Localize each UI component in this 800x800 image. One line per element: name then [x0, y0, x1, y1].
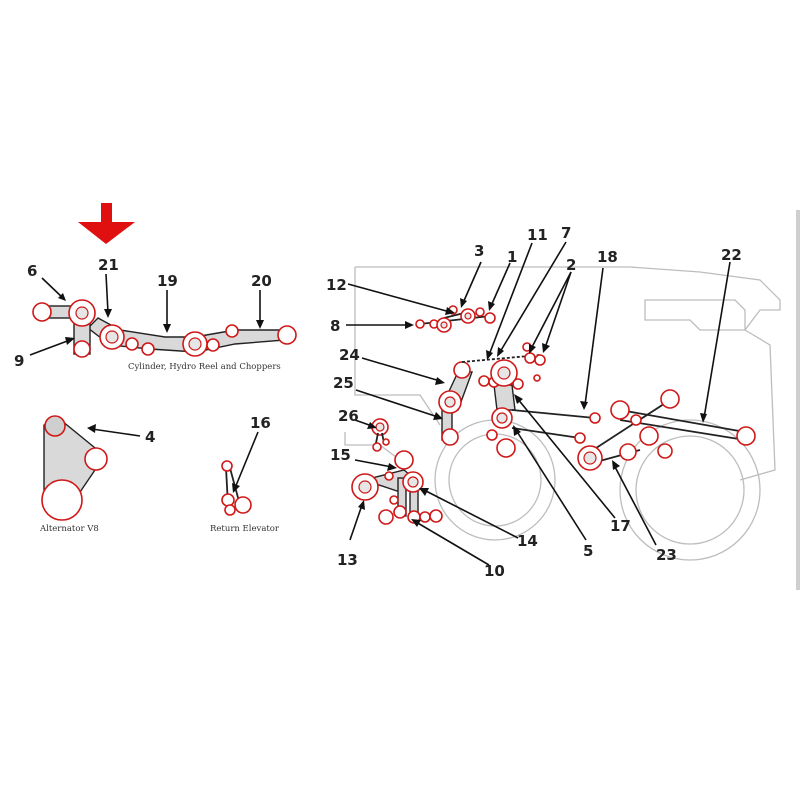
alternator-group: Alternator V8: [39, 415, 108, 534]
callout-8: 8: [330, 317, 340, 335]
callout-15: 15: [330, 446, 351, 464]
caption-cylinder-reel-choppers: Cylinder, Hydro Reel and Choppers: [128, 362, 281, 372]
callout-2: 2: [566, 256, 576, 274]
caption-return-elevator: Return Elevator: [210, 524, 280, 534]
callout-21: 21: [98, 256, 119, 274]
callout-17: 17: [610, 517, 631, 535]
return-elevator-group: Return Elevator: [210, 460, 280, 534]
cylinder-reel-choppers-group: Cylinder, Hydro Reel and Choppers: [32, 299, 297, 372]
callout-5: 5: [583, 542, 593, 560]
combine-drives: [351, 305, 756, 525]
callout-16: 16: [250, 414, 271, 432]
callout-6: 6: [27, 262, 37, 280]
callout-12: 12: [326, 276, 347, 294]
callout-9: 9: [14, 352, 24, 370]
callout-4: 4: [145, 428, 155, 446]
down-arrow-icon: [78, 203, 135, 244]
callout-22: 22: [721, 246, 742, 264]
callout-10: 10: [484, 562, 505, 580]
caption-alternator: Alternator V8: [39, 524, 99, 534]
callout-11: 11: [527, 226, 548, 244]
callout-23: 23: [656, 546, 677, 564]
callout-1: 1: [507, 248, 517, 266]
callout-numbers: 6 21 19 20 9 4 16 3 1 11 7 2 18 22 12 8 …: [14, 224, 742, 580]
callout-19: 19: [157, 272, 178, 290]
leader-lines: [29, 241, 731, 566]
callout-20: 20: [251, 272, 272, 290]
callout-7: 7: [561, 224, 571, 242]
callout-13: 13: [337, 551, 358, 569]
callout-18: 18: [597, 248, 618, 266]
belt-5: [493, 384, 516, 411]
callout-25: 25: [333, 374, 354, 392]
right-border: [796, 210, 800, 590]
callout-14: 14: [517, 532, 538, 550]
callout-26: 26: [338, 407, 359, 425]
callout-24: 24: [339, 346, 360, 364]
callout-3: 3: [474, 242, 484, 260]
